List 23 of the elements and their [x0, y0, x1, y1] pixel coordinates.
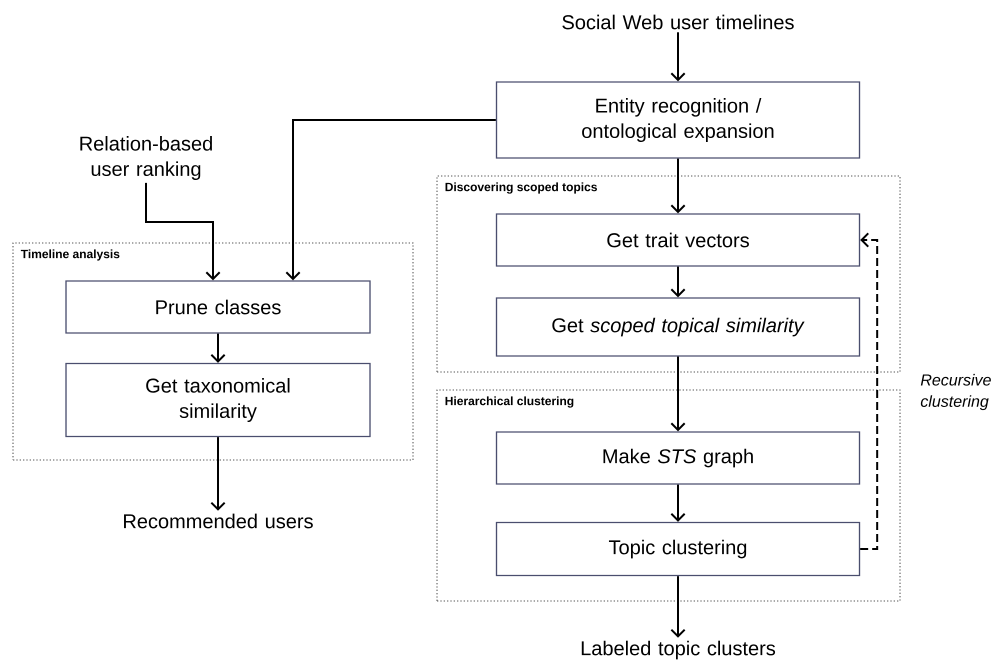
flow-text: Labeled topic clusters — [582, 640, 776, 660]
edge-label: Recursive clustering — [920, 374, 991, 410]
arrow — [670, 484, 686, 522]
process-box: Topic clustering — [496, 522, 860, 576]
process-box: Get taxonomical similarity — [65, 362, 371, 438]
arrow — [145, 182, 220, 280]
process-box: Prune classes — [65, 280, 371, 334]
process-box: Make STS graph — [496, 431, 860, 485]
arrow — [670, 576, 686, 638]
arrow — [670, 266, 686, 298]
arrow — [210, 437, 226, 511]
arrow — [860, 232, 878, 550]
arrow — [670, 32, 686, 82]
arrow — [670, 158, 686, 214]
process-box: Get scoped topical similarity — [496, 297, 860, 357]
flow-text: Social Web user timelines — [562, 14, 794, 30]
process-box: Get trait vectors — [496, 213, 860, 267]
process-box: Entity recognition / ontological expansion — [496, 81, 860, 159]
arrow — [670, 356, 686, 432]
arrow — [286, 119, 496, 280]
arrow — [210, 334, 226, 363]
flow-text: Relation-based user ranking — [80, 136, 212, 180]
flow-text: Recommended users — [124, 514, 313, 528]
